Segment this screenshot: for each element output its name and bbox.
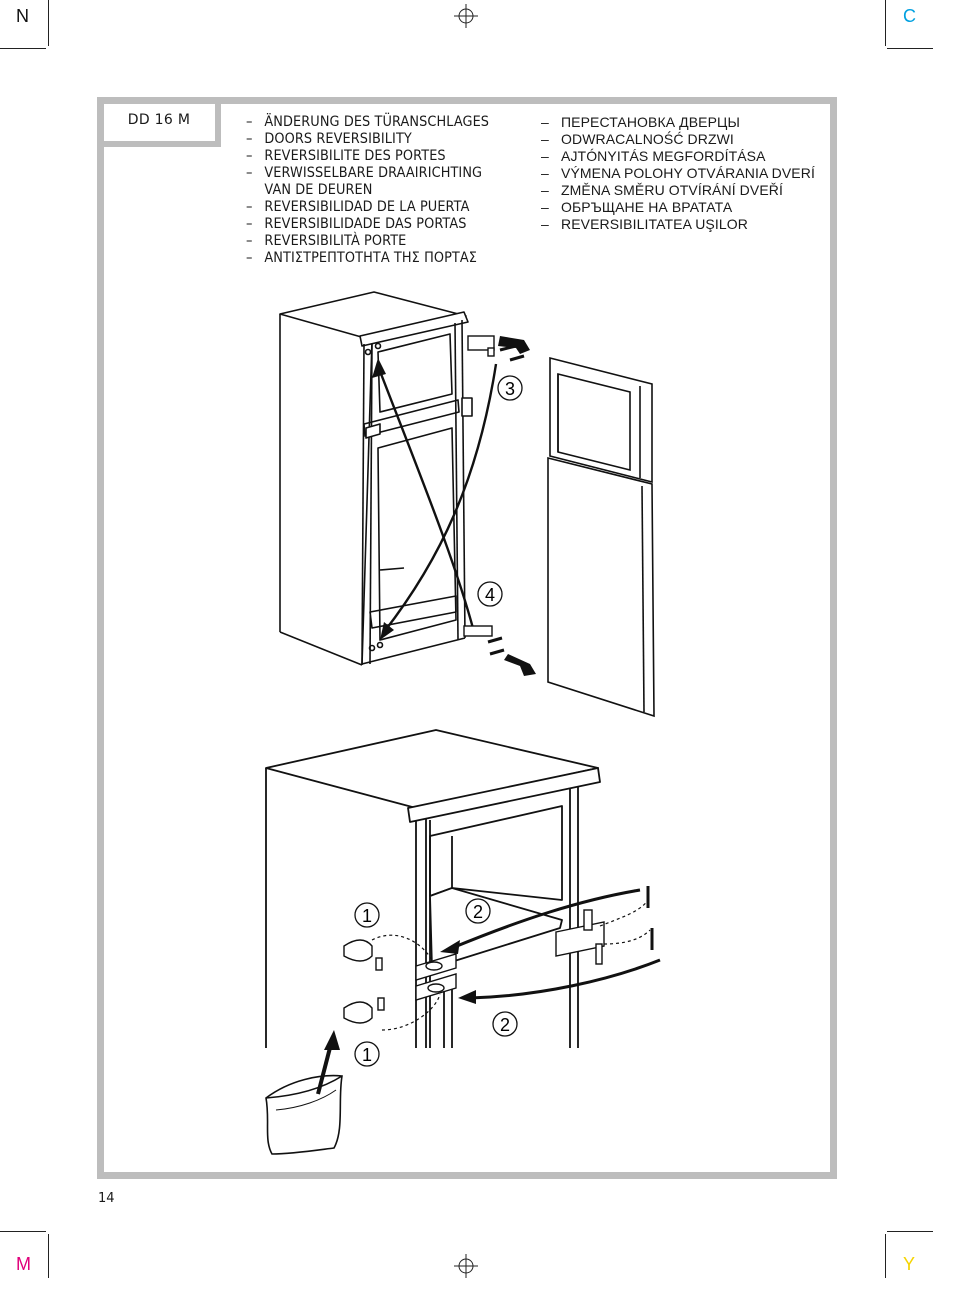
title-es: REVERSIBILIDAD DE LA PUERTA — [246, 199, 513, 216]
registration-letter-n: N — [16, 6, 29, 26]
step-label-2: 2 — [500, 1015, 510, 1035]
title-it: REVERSIBILITÀ PORTE — [246, 233, 513, 250]
step-badge-4: 4 — [477, 581, 503, 607]
title-ro: REVERSIBILITATEA UŞILOR — [541, 216, 831, 233]
title-bg: ОБРЪЩАНЕ НА ВРАТАТА — [541, 199, 831, 216]
dashed-leaders — [371, 899, 651, 1031]
crop-mark-icon — [0, 48, 46, 49]
title-pt: REVERSIBILIDADE DAS PORTAS — [246, 216, 513, 233]
step-label-1: 1 — [362, 1045, 372, 1065]
crop-mark-icon — [885, 0, 886, 46]
step-label-2: 2 — [473, 902, 483, 922]
step-badge-2-upper: 2 — [465, 898, 491, 924]
title-sk: VÝMENA POLOHY OTVÁRANIA DVERÍ — [541, 165, 831, 182]
title-de: ÄNDERUNG DES TÜRANSCHLAGES — [246, 114, 513, 131]
title-fr: REVERSIBILITE DES PORTES — [246, 148, 513, 165]
step-label-1: 1 — [362, 906, 372, 926]
crop-mark-icon — [48, 1234, 49, 1278]
hinge-parts — [343, 886, 654, 1024]
crop-mark-icon — [887, 48, 933, 49]
fridge-door — [547, 456, 655, 718]
crop-mark-icon — [0, 1231, 46, 1232]
title-en: DOORS REVERSIBILITY — [246, 131, 513, 148]
step-badge-1-lower: 1 — [354, 1041, 380, 1067]
cross-arrows — [376, 363, 498, 633]
pull-arrows — [498, 336, 536, 676]
step-label-4: 4 — [485, 585, 495, 605]
title-pl: ODWRACALNOŚĆ DRZWI — [541, 131, 831, 148]
title-list-left: ÄNDERUNG DES TÜRANSCHLAGES DOORS REVERSI… — [246, 114, 513, 267]
fridge-detail-illustration — [265, 729, 601, 1048]
arrow-heads — [372, 358, 394, 640]
bag-arrow — [316, 1030, 340, 1095]
parts-bag — [265, 1074, 343, 1155]
registration-letter-c: C — [903, 6, 916, 26]
title-hu: AJTÓNYITÁS MEGFORDÍTÁSA — [541, 148, 831, 165]
crop-mark-icon — [887, 1231, 933, 1232]
step-label-3: 3 — [505, 379, 515, 399]
freezer-door — [549, 356, 653, 484]
title-nl: VERWISSELBARE DRAAIRICHTING VAN DE DEURE… — [246, 165, 513, 199]
title-ru: ПЕРЕСТАНОВКА ДВЕРЦЫ — [541, 114, 831, 131]
step-badge-3: 3 — [497, 375, 523, 401]
registration-letter-y: Y — [903, 1254, 916, 1274]
step-badge-1-upper: 1 — [354, 902, 380, 928]
curved-arrow-heads — [440, 940, 476, 1004]
page-number: 14 — [98, 1191, 115, 1206]
title-el: ΑΝΤΙΣΤΡΕΠΤΟΤΗΤΑ ΤΗΣ ΠΟΡΤΑΣ — [246, 250, 513, 267]
curved-arrows — [451, 888, 661, 1000]
fridge-cabinet-illustration — [279, 291, 473, 666]
step-badge-2-lower: 2 — [492, 1011, 518, 1037]
crop-mark-icon — [48, 0, 49, 46]
top-hinge-hardware — [463, 335, 525, 656]
registration-letter-m: M — [16, 1254, 31, 1274]
model-label: DD 16 M — [127, 112, 191, 128]
title-list-right: ПЕРЕСТАНОВКА ДВЕРЦЫ ODWRACALNOŚĆ DRZWI A… — [541, 114, 831, 233]
model-box: DD 16 M — [103, 103, 221, 147]
title-cs: ZMĚNA SMĚRU OTVÍRÁNÍ DVEŘÍ — [541, 182, 831, 199]
crop-mark-icon — [885, 1234, 886, 1278]
